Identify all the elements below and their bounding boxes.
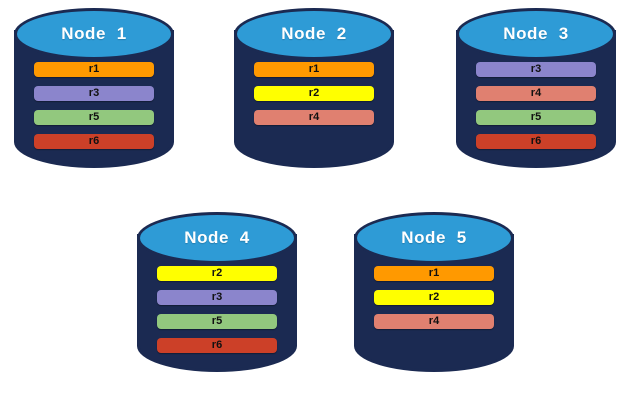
- database-node[interactable]: Node 3 r3 r4 r5 r6: [450, 4, 622, 186]
- replica-bar[interactable]: r4: [476, 86, 596, 101]
- replica-list: r1 r2 r4: [348, 266, 520, 329]
- replica-bar[interactable]: r5: [476, 110, 596, 125]
- node-label: Node 3: [503, 24, 569, 43]
- replica-bar[interactable]: r1: [374, 266, 494, 281]
- database-node[interactable]: Node 1 r1 r3 r5 r6: [8, 4, 180, 186]
- node-label: Node 4: [184, 228, 250, 247]
- node-label: Node 5: [401, 228, 467, 247]
- replica-bar[interactable]: r6: [34, 134, 154, 149]
- cylinder-top-ellipse: [234, 8, 394, 60]
- replica-list: r3 r4 r5 r6: [450, 62, 622, 149]
- replica-bar[interactable]: r6: [157, 338, 277, 353]
- node-label: Node 2: [281, 24, 347, 43]
- replica-bar[interactable]: r5: [34, 110, 154, 125]
- replica-bar[interactable]: r3: [157, 290, 277, 305]
- replica-bar[interactable]: r4: [374, 314, 494, 329]
- node-label: Node 1: [61, 24, 127, 43]
- replica-bar[interactable]: r1: [254, 62, 374, 77]
- replica-bar[interactable]: r2: [374, 290, 494, 305]
- cylinder-top-ellipse: [456, 8, 616, 60]
- replica-bar[interactable]: r3: [476, 62, 596, 77]
- replica-list: r1 r3 r5 r6: [8, 62, 180, 149]
- replica-bar[interactable]: r4: [254, 110, 374, 125]
- replica-bar[interactable]: r2: [157, 266, 277, 281]
- replica-bar[interactable]: r5: [157, 314, 277, 329]
- cylinder-top-ellipse: [14, 8, 174, 60]
- replica-list: r2 r3 r5 r6: [131, 266, 303, 353]
- replica-bar[interactable]: r1: [34, 62, 154, 77]
- replica-bar[interactable]: r2: [254, 86, 374, 101]
- database-node[interactable]: Node 2 r1 r2 r4: [228, 4, 400, 186]
- cylinder-top-ellipse: [137, 212, 297, 264]
- replica-bar[interactable]: r6: [476, 134, 596, 149]
- replica-bar[interactable]: r3: [34, 86, 154, 101]
- database-node[interactable]: Node 5 r1 r2 r4: [348, 208, 520, 390]
- database-node[interactable]: Node 4 r2 r3 r5 r6: [131, 208, 303, 390]
- replica-list: r1 r2 r4: [228, 62, 400, 125]
- cylinder-top-ellipse: [354, 212, 514, 264]
